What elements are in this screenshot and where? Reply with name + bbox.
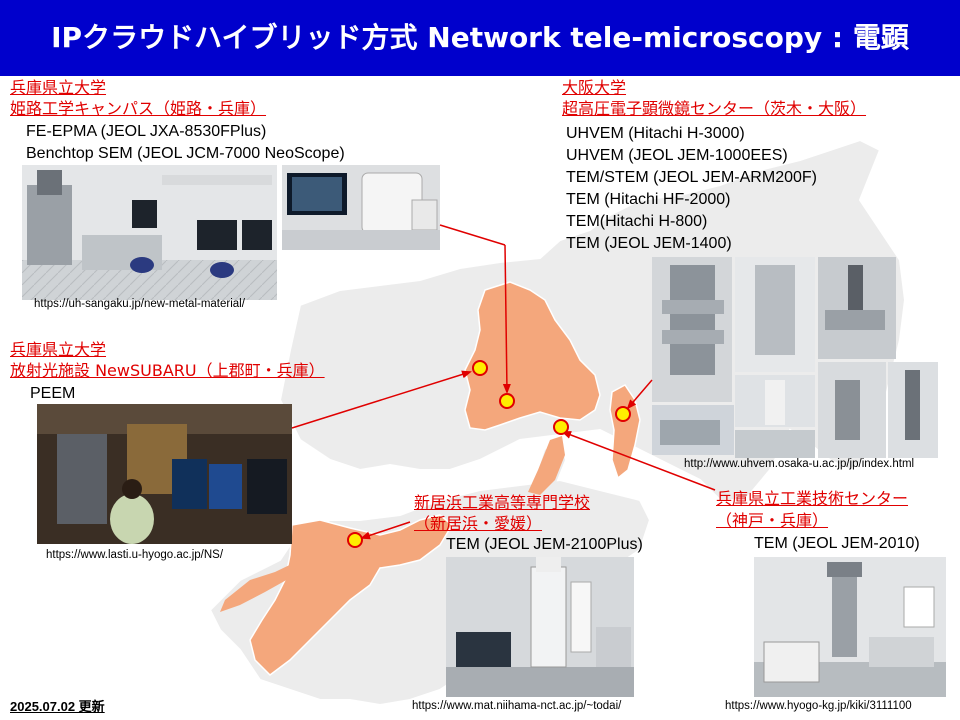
osaka-equipment-5: TEM(Hitachi H-800) [566, 213, 708, 230]
photo-newsubaru-peem [37, 404, 292, 544]
site-newsubaru-name-2[interactable]: 放射光施設 NewSUBARU（上郡町・兵庫） [10, 361, 325, 380]
page-title: IPクラウドハイブリッド方式 Network tele-microscopy :… [0, 0, 960, 76]
himeji-url[interactable]: https://uh-sangaku.jp/new-metal-material… [34, 298, 245, 310]
site-himeji-name-2[interactable]: 姫路工学キャンパス（姫路・兵庫） [10, 99, 267, 118]
kobe-equipment-1: TEM (JEOL JEM-2010) [754, 535, 920, 552]
osaka-equipment-2: UHVEM (JEOL JEM-1000EES) [566, 147, 788, 164]
osaka-equipment-4: TEM (Hitachi HF-2000) [566, 191, 731, 208]
osaka-equipment-6: TEM (JEOL JEM-1400) [566, 235, 732, 252]
region-ehime [249, 514, 453, 676]
site-osaka-name-1[interactable]: 大阪大学 [562, 78, 627, 97]
osaka-url[interactable]: http://www.uhvem.osaka-u.ac.jp/jp/index.… [684, 458, 915, 470]
map [22, 138, 946, 707]
marker-osaka [615, 406, 631, 422]
photo-kobe-tem [754, 557, 946, 697]
marker-niihama [347, 532, 363, 548]
site-osaka-name-2[interactable]: 超高圧電子顕微鏡センター（茨木・大阪） [562, 99, 867, 118]
arrow-newsubaru [291, 370, 472, 429]
newsubaru-url[interactable]: https://www.lasti.u-hyogo.ac.jp/NS/ [46, 549, 224, 561]
arrow-himeji [439, 224, 506, 246]
update-date: 2025.07.02 更新 [10, 699, 105, 714]
marker-himeji [499, 393, 515, 409]
arrow-kobe [561, 431, 716, 491]
photo-osaka-collage [652, 257, 938, 458]
site-kobe-name-2[interactable]: （神戸・兵庫） [716, 511, 829, 530]
arrow-himeji-down [502, 244, 511, 394]
site-himeji-name-1[interactable]: 兵庫県立大学 [10, 78, 107, 97]
site-newsubaru-name-1[interactable]: 兵庫県立大学 [10, 340, 107, 359]
niihama-equipment-1: TEM (JEOL JEM-2100Plus) [446, 536, 643, 553]
osaka-equipment-1: UHVEM (Hitachi H-3000) [566, 125, 745, 142]
site-niihama-name-2[interactable]: （新居浜・愛媛） [414, 514, 543, 533]
kobe-url[interactable]: https://www.hyogo-kg.jp/kiki/3111100 [725, 700, 912, 712]
newsubaru-equipment-1: PEEM [30, 385, 76, 402]
marker-kobe [553, 419, 569, 435]
himeji-equipment-1: FE-EPMA (JEOL JXA-8530FPlus) [26, 123, 267, 140]
marker-newsubaru [472, 360, 488, 376]
photo-himeji-sem [282, 165, 440, 250]
site-kobe-name-1[interactable]: 兵庫県立工業技術センター [716, 489, 909, 508]
arrow-osaka [626, 379, 653, 410]
arrow-niihama [360, 521, 411, 540]
niihama-url[interactable]: https://www.mat.niihama-nct.ac.jp/~todai… [412, 700, 622, 712]
himeji-equipment-2: Benchtop SEM (JEOL JCM-7000 NeoScope) [26, 145, 345, 162]
photo-himeji-lab [22, 165, 277, 300]
site-niihama-name-1[interactable]: 新居浜工業高等専門学校 [414, 493, 591, 512]
osaka-equipment-3: TEM/STEM (JEOL JEM-ARM200F) [566, 169, 817, 186]
photo-niihama-tem [446, 557, 634, 697]
region-awaji [528, 436, 565, 495]
region-hyogo [464, 281, 601, 431]
region-ehime-peninsula [220, 560, 300, 612]
